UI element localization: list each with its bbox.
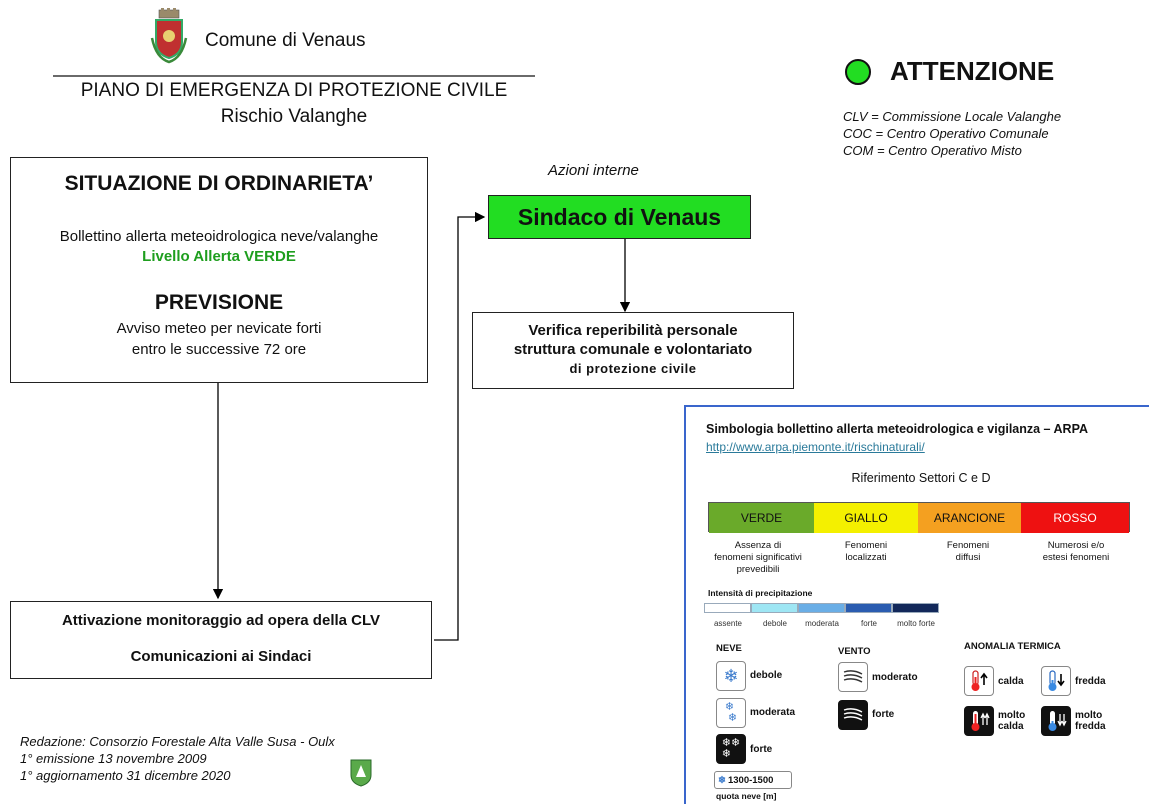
municipality-name: Comune di Venaus <box>205 30 366 51</box>
legend-com: COM = Centro Operativo Misto <box>843 143 1022 158</box>
alert-level: Livello Allerta VERDE <box>142 248 296 265</box>
internal-actions-label: Azioni interne <box>548 162 639 179</box>
wind-moderate-icon <box>838 662 868 692</box>
verify-line-3: di protezione civile <box>569 361 697 376</box>
precip-title: Intensità di precipitazione <box>708 588 813 598</box>
legend-clv: CLV = Commissione Locale Valanghe <box>843 109 1062 124</box>
monitoring-line-2: Comunicazioni ai Sindaci <box>130 648 312 665</box>
precip-label-molto-forte: molto forte <box>897 619 935 628</box>
desc-arancione-2: diffusi <box>955 552 981 563</box>
precip-label-forte: forte <box>860 619 877 628</box>
bulletin-text: Bollettino allerta meteoidrologica neve/… <box>59 228 379 245</box>
arpa-legend-panel: Simbologia bollettino allerta meteoidrol… <box>684 405 1149 804</box>
precip-assente <box>704 603 751 613</box>
status-indicator-icon <box>845 59 871 85</box>
precip-label-assente: assente <box>713 619 743 628</box>
thermal-very-warm-icon <box>964 706 994 736</box>
desc-verde: Assenza di fenomeni significativi preved… <box>698 540 818 576</box>
arpa-title: Simbologia bollettino allerta meteoidrol… <box>706 422 1089 436</box>
wind-strong-label: forte <box>872 709 895 720</box>
snow-title: NEVE <box>716 643 742 654</box>
thermal-title: ANOMALIA TERMICA <box>964 641 1061 652</box>
thermal-very-warm-label-2: calda <box>998 721 1024 732</box>
monitoring-line-1: Attivazione monitoraggio ad opera della … <box>61 612 381 629</box>
status-label: ATTENZIONE <box>890 56 1055 86</box>
mayor-box: Sindaco di Venaus <box>488 195 751 239</box>
precip-scale: assente debole moderata forte molto fort… <box>704 603 944 633</box>
desc-rosso: Numerosi e/o estesi fenomeni <box>1016 540 1136 564</box>
thermal-cold-label: fredda <box>1075 676 1106 687</box>
snow-quota-value: 1300-1500 <box>727 774 774 786</box>
desc-rosso-1: Numerosi e/o <box>1047 540 1105 551</box>
verify-line-1: Verifica reperibilità personale <box>528 322 738 339</box>
snow-quota-box: ❄ 1300-1500 <box>714 771 792 789</box>
desc-verde-3: prevedibili <box>736 564 780 575</box>
snowflake-icon: ❄ <box>718 774 726 786</box>
thermal-very-cold-label-2: fredda <box>1075 721 1106 732</box>
snow-strong-label: forte <box>750 744 773 755</box>
desc-giallo-1: Fenomeni <box>844 540 888 551</box>
snow-strong-icon: ❄❄❄ <box>716 734 746 764</box>
thermal-very-cold-label-1: molto <box>1075 710 1103 721</box>
wind-strong-icon <box>838 700 868 730</box>
legend-coc: COC = Centro Operativo Comunale <box>843 126 1049 141</box>
thermal-very-cold-icon <box>1041 706 1071 736</box>
thermal-cold-icon <box>1041 666 1071 696</box>
precip-molto-forte <box>892 603 939 613</box>
plan-subtitle: Rischio Valanghe <box>220 106 368 127</box>
scale-giallo: GIALLO <box>814 503 918 533</box>
monitoring-box: Attivazione monitoraggio ad opera della … <box>10 601 432 679</box>
precip-moderata <box>798 603 845 613</box>
snow-quota-label: quota neve [m] <box>716 791 777 801</box>
thermal-warm-label: calda <box>998 676 1024 687</box>
desc-verde-2: fenomeni significativi <box>714 552 802 563</box>
precip-label-moderata: moderata <box>805 619 839 628</box>
thermal-warm-icon <box>964 666 994 696</box>
precip-debole <box>751 603 798 613</box>
footer-redaction: Redazione: Consorzio Forestale Alta Vall… <box>20 734 335 749</box>
mayor-label: Sindaco di Venaus <box>517 203 722 230</box>
desc-verde-1: Assenza di <box>734 540 782 551</box>
desc-arancione: Fenomeni diffusi <box>918 540 1018 564</box>
arpa-link[interactable]: http://www.arpa.piemonte.it/rischinatura… <box>706 440 925 454</box>
footer-update: 1° aggiornamento 31 dicembre 2020 <box>20 768 231 783</box>
arrow-monitoring-to-mayor <box>434 211 486 641</box>
desc-giallo: Fenomeni localizzati <box>816 540 916 564</box>
footer-emission: 1° emissione 13 novembre 2009 <box>20 751 207 766</box>
snow-weak-icon: ❄ <box>716 661 746 691</box>
precip-forte <box>845 603 892 613</box>
scale-verde: VERDE <box>709 503 814 533</box>
consortium-logo-icon <box>349 757 373 787</box>
scale-rosso: ROSSO <box>1021 503 1129 533</box>
coat-of-arms-icon <box>150 8 188 66</box>
snow-moderate-label: moderata <box>750 707 796 718</box>
desc-arancione-1: Fenomeni <box>946 540 990 551</box>
thermal-very-cold-label: molto fredda <box>1075 710 1106 732</box>
wind-title: VENTO <box>838 646 871 657</box>
thermal-very-warm-label: molto calda <box>998 710 1025 732</box>
desc-rosso-2: estesi fenomeni <box>1042 552 1110 563</box>
desc-giallo-2: localizzati <box>845 552 887 563</box>
forecast-line-2: entro le successive 72 ore <box>131 341 307 358</box>
forecast-title: PREVISIONE <box>154 291 284 314</box>
wind-moderate-label: moderato <box>872 672 918 683</box>
situation-box: SITUAZIONE DI ORDINARIETA’ Bollettino al… <box>10 157 428 383</box>
scale-arancione: ARANCIONE <box>918 503 1021 533</box>
forecast-line-1: Avviso meteo per nevicate forti <box>116 320 322 337</box>
verify-box: Verifica reperibilità personale struttur… <box>472 312 794 389</box>
snow-weak-label: debole <box>750 670 783 681</box>
plan-title: PIANO DI EMERGENZA DI PROTEZIONE CIVILE <box>80 80 508 101</box>
snow-moderate-icon: ❄ ❄ <box>716 698 746 728</box>
arpa-reference: Riferimento Settori C e D <box>851 471 991 485</box>
thermal-very-warm-label-1: molto <box>998 710 1026 721</box>
verify-line-2: struttura comunale e volontariato <box>513 341 753 358</box>
situation-title: SITUAZIONE DI ORDINARIETA’ <box>64 172 374 195</box>
alert-scale: VERDE GIALLO ARANCIONE ROSSO <box>708 502 1130 533</box>
precip-label-debole: debole <box>762 619 788 628</box>
